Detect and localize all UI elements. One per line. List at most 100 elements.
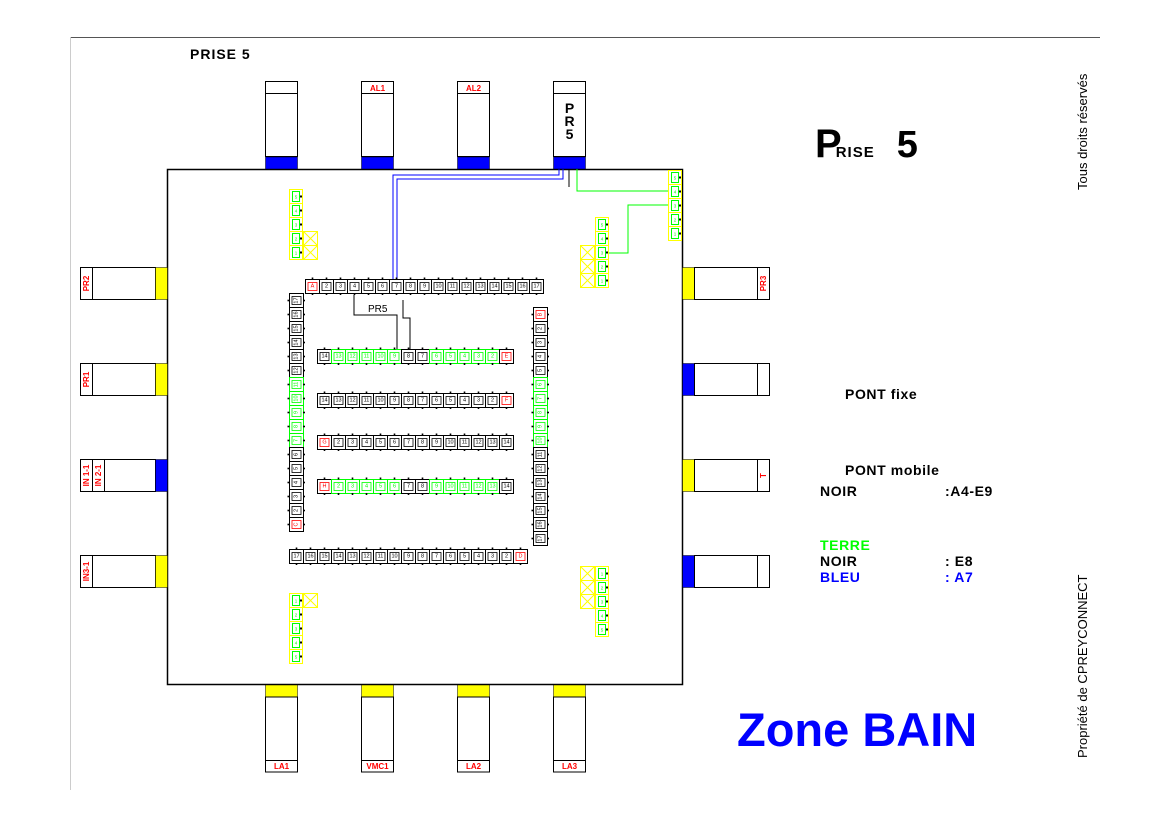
terminal-cell: 12 <box>471 433 486 451</box>
terminal-inner <box>475 282 486 291</box>
terminal-screw <box>421 493 424 495</box>
terminal-screw <box>421 433 424 436</box>
terminal-number: 8 <box>538 411 544 414</box>
terminal-number: 9 <box>294 411 300 414</box>
terminal-cell: 13 <box>331 347 346 365</box>
socket-big-label-char: R <box>564 113 574 129</box>
terminal-inner <box>503 282 514 291</box>
terminal-inner <box>445 352 456 361</box>
earth-terminal <box>671 186 679 197</box>
terminal-inner <box>501 438 512 447</box>
terminal-screw <box>423 277 426 280</box>
earth-terminal <box>598 233 606 244</box>
terminal-number: 6 <box>393 484 396 490</box>
terminal-number: 6 <box>381 284 384 290</box>
terminal-screw <box>323 407 326 409</box>
legend-terre-bleu-value: : A7 <box>945 569 974 585</box>
socket-color-band <box>265 684 298 698</box>
terminal-screw <box>365 407 368 409</box>
terminal-inner <box>347 552 358 561</box>
socket-color-band <box>155 267 168 300</box>
terminal-inner <box>535 338 546 347</box>
terminal-cell: 5 <box>373 433 388 451</box>
socket-body <box>80 459 156 492</box>
terminal-screw <box>407 563 410 565</box>
terminal-cell: 2 <box>531 321 549 336</box>
terminal-screw <box>547 313 549 316</box>
terminal-number: 8 <box>421 440 424 446</box>
terminal-inner <box>473 552 484 561</box>
terminal-number: 7 <box>395 284 398 290</box>
terminal-inner <box>417 352 428 361</box>
terminal-screw <box>303 523 305 526</box>
terminal-screw <box>463 547 466 550</box>
terminal-screw <box>505 363 508 365</box>
socket-label: AL2 <box>466 84 482 93</box>
earth-number: 3 <box>601 251 604 256</box>
terminal-number: 13 <box>538 479 544 485</box>
terminal-cell: 10 <box>431 277 446 295</box>
terminal-cell: 10 <box>287 391 305 406</box>
socket-body <box>457 696 490 773</box>
terminal-number: 9 <box>407 554 410 560</box>
terminal-number: 11 <box>462 440 468 446</box>
terminal-screw <box>303 355 305 358</box>
terminal-screw <box>491 547 494 550</box>
terminal-cell: 14 <box>531 489 549 504</box>
terminal-screw <box>351 407 354 409</box>
terminal-cell: 16 <box>287 307 305 322</box>
earth-screw <box>606 237 608 240</box>
terminal-inner <box>361 396 372 405</box>
terminal-inner <box>535 352 546 361</box>
terminal-number: 15 <box>505 284 511 290</box>
terminal-cell: 8 <box>401 347 416 365</box>
legend-pont-mobile: PONT mobile <box>845 462 940 478</box>
socket-color-band <box>457 156 490 170</box>
terminal-screw <box>407 449 410 451</box>
terminal-screw <box>379 363 382 365</box>
terminal-screw <box>521 277 524 280</box>
earth-screw <box>679 190 681 193</box>
terminal-screw <box>421 449 424 451</box>
terminal-screw <box>547 509 549 512</box>
terminal-screw <box>505 477 508 480</box>
terminal-cell: 2 <box>287 503 305 518</box>
socket-body <box>80 267 156 300</box>
terminal-screw <box>337 493 340 495</box>
socket-color-band <box>682 363 695 396</box>
earth-screw <box>679 176 681 179</box>
terminal-screw <box>351 433 354 436</box>
terminal-number: 12 <box>349 398 355 404</box>
terminal-letter-cell: E <box>499 347 514 365</box>
earth-number: 4 <box>295 641 298 646</box>
terminal-screw <box>547 397 549 400</box>
terminal-screw <box>395 277 398 280</box>
terminal-screw <box>365 477 368 480</box>
terminal-screw <box>287 467 290 470</box>
terminal-screw <box>303 313 305 316</box>
socket-body <box>265 696 298 773</box>
earth-terminal <box>292 233 300 244</box>
legend-mobile-noir-value: :A4-E9 <box>945 483 993 499</box>
terminal-screw <box>449 477 452 480</box>
junction-box-outline <box>166 168 684 686</box>
terminal-cell: 14 <box>499 433 514 451</box>
terminal-screw <box>507 277 510 280</box>
terminal-screw <box>493 277 496 280</box>
terminal-inner <box>291 352 302 361</box>
socket-color-band <box>361 156 394 170</box>
terminal-inner <box>333 552 344 561</box>
earth-terminal <box>598 247 606 258</box>
terminal-screw <box>423 293 426 295</box>
terminal-screw <box>287 369 290 372</box>
terminal-cell: 15 <box>287 321 305 336</box>
terminal-inner <box>535 520 546 529</box>
terminal-cell: 2 <box>485 391 500 409</box>
terminal-inner <box>535 310 546 319</box>
